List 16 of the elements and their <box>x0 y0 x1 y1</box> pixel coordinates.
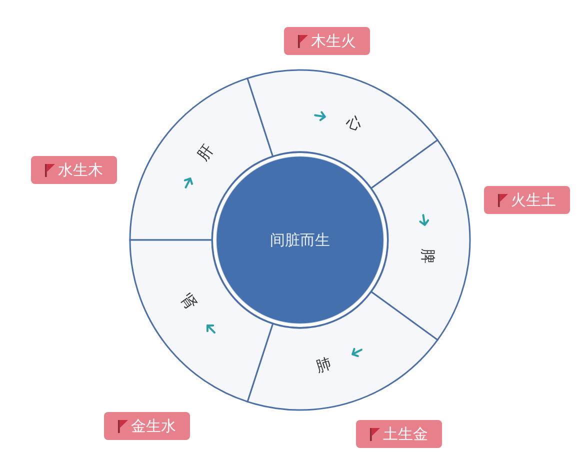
organ-label: 脾 <box>419 248 436 264</box>
tag-text: 金生水 <box>131 418 176 434</box>
tag-text: 土生金 <box>383 426 428 442</box>
tag-box <box>356 420 442 448</box>
organ-label: 肝 <box>195 142 218 164</box>
tag-text: 水生木 <box>58 162 103 178</box>
organ-label: 肺 <box>314 356 334 376</box>
center-text: 间脏而生 <box>270 232 330 248</box>
tag-box <box>284 27 370 55</box>
tag-text: 木生火 <box>311 34 356 48</box>
tag-box <box>104 412 190 440</box>
organ-label: 肾 <box>176 290 200 314</box>
tag-box <box>484 186 570 214</box>
tag-box <box>31 156 117 184</box>
organ-label: 心 <box>344 114 364 134</box>
tag-text: 火生土 <box>511 192 556 208</box>
